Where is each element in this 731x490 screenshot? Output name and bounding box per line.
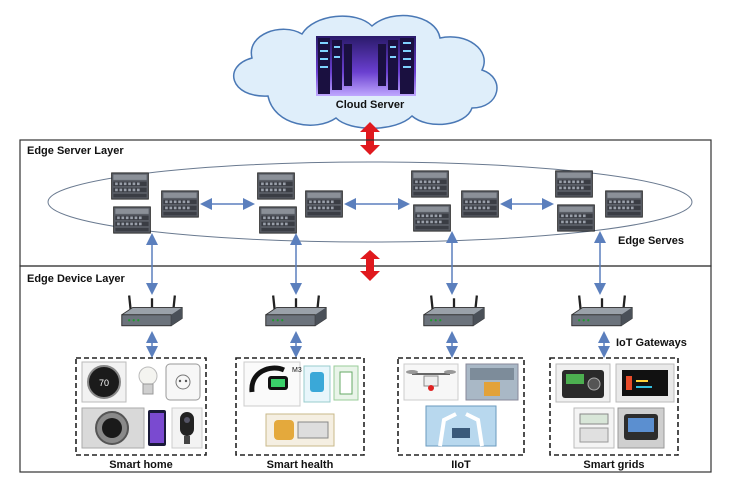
iot-gateway-icon bbox=[120, 294, 184, 327]
smart-grids-label: Smart grids bbox=[583, 459, 644, 471]
server-rack-icon bbox=[305, 190, 343, 218]
iot-gateways-label: IoT Gateways bbox=[616, 337, 687, 349]
smart-health-devices: M3 bbox=[243, 361, 359, 447]
server-rack-icon bbox=[161, 190, 199, 218]
smart-health-label: Smart health bbox=[267, 459, 334, 471]
nest-thermostat-icon bbox=[81, 407, 145, 449]
health-scanner-icon bbox=[265, 413, 335, 447]
edge-server-ring bbox=[47, 161, 693, 243]
edge-server-cluster-1 bbox=[111, 172, 199, 234]
edge-device-layer-title: Edge Device Layer bbox=[27, 273, 126, 285]
edge-server-layer-title: Edge Server Layer bbox=[27, 145, 124, 157]
power-display-icon bbox=[615, 363, 675, 403]
energy-monitor-icon bbox=[555, 363, 611, 403]
server-gateway-links bbox=[146, 231, 606, 295]
smartphone-icon bbox=[148, 410, 166, 446]
server-rack-icon bbox=[111, 172, 149, 200]
electric-meter-icon bbox=[573, 407, 615, 449]
iot-gateway-icon bbox=[422, 294, 486, 327]
layer-link-arrow bbox=[360, 250, 380, 281]
iiot-devices bbox=[403, 363, 519, 447]
smart-plug-icon bbox=[165, 363, 201, 401]
edge-serves-label: Edge Serves bbox=[618, 235, 684, 247]
drone-icon bbox=[403, 363, 459, 401]
iot-gateway-icon bbox=[264, 294, 328, 327]
server-rack-icon bbox=[413, 204, 451, 232]
device-group-frames bbox=[75, 357, 679, 456]
gateway-device-links bbox=[146, 331, 610, 358]
data-center-image bbox=[316, 36, 416, 96]
server-rack-icon bbox=[557, 204, 595, 232]
edge-server-cluster-2 bbox=[257, 172, 343, 234]
server-rack-icon bbox=[555, 170, 593, 198]
factory-robot-icon bbox=[465, 363, 519, 401]
smart-grid-devices bbox=[555, 363, 675, 449]
server-rack-icon bbox=[461, 190, 499, 218]
server-rack-icon bbox=[605, 190, 643, 218]
cloud-server-label: Cloud Server bbox=[336, 99, 405, 111]
glucose-meter-icon bbox=[333, 365, 359, 401]
server-rack-icon bbox=[113, 206, 151, 234]
edge-device-layer-frame bbox=[19, 265, 712, 473]
svg-text:M3: M3 bbox=[292, 367, 302, 374]
smart-meter-icon bbox=[617, 407, 665, 449]
edge-server-cluster-3 bbox=[411, 170, 499, 232]
server-rack-icon bbox=[411, 170, 449, 198]
server-rack-icon bbox=[257, 172, 295, 200]
edge-server-cluster-4 bbox=[555, 170, 643, 232]
smart-bulb-icon bbox=[138, 366, 158, 395]
security-camera-icon bbox=[171, 407, 203, 449]
svg-text:70: 70 bbox=[99, 378, 109, 388]
iot-gateway-icon bbox=[570, 294, 634, 327]
server-rack-icon bbox=[259, 206, 297, 234]
thermostat-icon: 70 bbox=[81, 361, 127, 403]
smart-home-devices: 70 bbox=[81, 361, 203, 449]
health-monitor-icon bbox=[303, 365, 331, 403]
industrial-robots-icon bbox=[425, 405, 497, 447]
fitness-band-icon: M3 bbox=[243, 361, 302, 407]
cloud-edge-link-arrow bbox=[360, 122, 380, 155]
iiot-label: IIoT bbox=[451, 459, 471, 471]
smart-home-label: Smart home bbox=[109, 459, 173, 471]
